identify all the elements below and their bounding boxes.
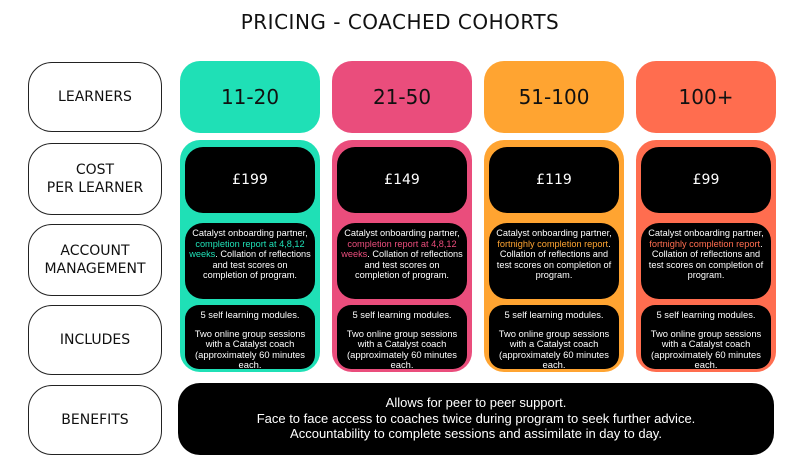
account-highlight: completion report at 4,8,12 weeks xyxy=(189,238,305,260)
sessions-text: Two online group sessions with a Catalys… xyxy=(498,327,610,370)
benefit-line: Allows for peer to peer support. xyxy=(385,395,567,410)
benefits-box: Allows for peer to peer support. Face to… xyxy=(178,383,774,455)
modules-text: 5 self learning modules. xyxy=(656,309,756,320)
page-title: PRICING - COACHED COHORTS xyxy=(240,10,560,34)
tier-cost: £199 xyxy=(185,147,315,213)
modules-text: 5 self learning modules. xyxy=(352,309,452,320)
row-label-learners: LEARNERS xyxy=(28,62,162,132)
tier-includes: 5 self learning modules. Two online group… xyxy=(489,305,619,370)
sessions-text: Two online group sessions with a Catalys… xyxy=(650,327,762,370)
benefit-line: Face to face access to coaches twice dur… xyxy=(256,410,696,426)
tier-includes: 5 self learning modules. Two online group… xyxy=(641,305,771,370)
sessions-text: Two online group sessions with a Catalys… xyxy=(346,327,458,370)
tier-account-management: Catalyst onboarding partner, completion … xyxy=(337,223,467,299)
account-text: Catalyst onboarding partner, xyxy=(344,228,460,238)
tier-learners-badge: 11-20 xyxy=(180,61,320,133)
benefit-line: Accountability to complete sessions and … xyxy=(290,426,662,441)
tier-includes: 5 self learning modules. Two online group… xyxy=(185,305,315,370)
account-text: . Collation of reflections and test scor… xyxy=(496,238,612,281)
account-text: Catalyst onboarding partner, xyxy=(648,228,764,238)
tier-learners-badge: 51-100 xyxy=(484,61,624,133)
benefits-label: BENEFITS xyxy=(61,412,129,428)
tier-account-management: Catalyst onboarding partner, completion … xyxy=(185,223,315,299)
account-text: Catalyst onboarding partner, xyxy=(192,228,308,238)
learners-label: LEARNERS xyxy=(58,89,132,105)
sessions-text: Two online group sessions with a Catalys… xyxy=(194,327,306,370)
row-label-includes: INCLUDES xyxy=(28,305,162,375)
tier-cost: £99 xyxy=(641,147,771,213)
account-highlight: fortnighly completion report xyxy=(497,238,609,249)
account-text: . Collation of reflections and test scor… xyxy=(203,249,311,280)
includes-label: INCLUDES xyxy=(59,332,131,348)
account-text: . Collation of reflections and test scor… xyxy=(648,238,764,281)
tier-cost: £119 xyxy=(489,147,619,213)
account-text: . Collation of reflections and test scor… xyxy=(355,249,463,280)
modules-text: 5 self learning modules. xyxy=(504,309,604,320)
tier-learners-badge: 21-50 xyxy=(332,61,472,133)
account-text: Catalyst onboarding partner, xyxy=(496,228,612,238)
tier-account-management: Catalyst onboarding partner, fortnighly … xyxy=(489,223,619,299)
modules-text: 5 self learning modules. xyxy=(200,309,300,320)
account-highlight: completion report at 4,8,12 weeks xyxy=(341,238,457,260)
row-label-benefits: BENEFITS xyxy=(28,385,162,455)
tier-includes: 5 self learning modules. Two online group… xyxy=(337,305,467,370)
tier-account-management: Catalyst onboarding partner, fortnighly … xyxy=(641,223,771,299)
tier-learners-badge: 100+ xyxy=(636,61,776,133)
account-highlight: fortnighly completion report xyxy=(649,238,761,249)
tier-cost: £149 xyxy=(337,147,467,213)
